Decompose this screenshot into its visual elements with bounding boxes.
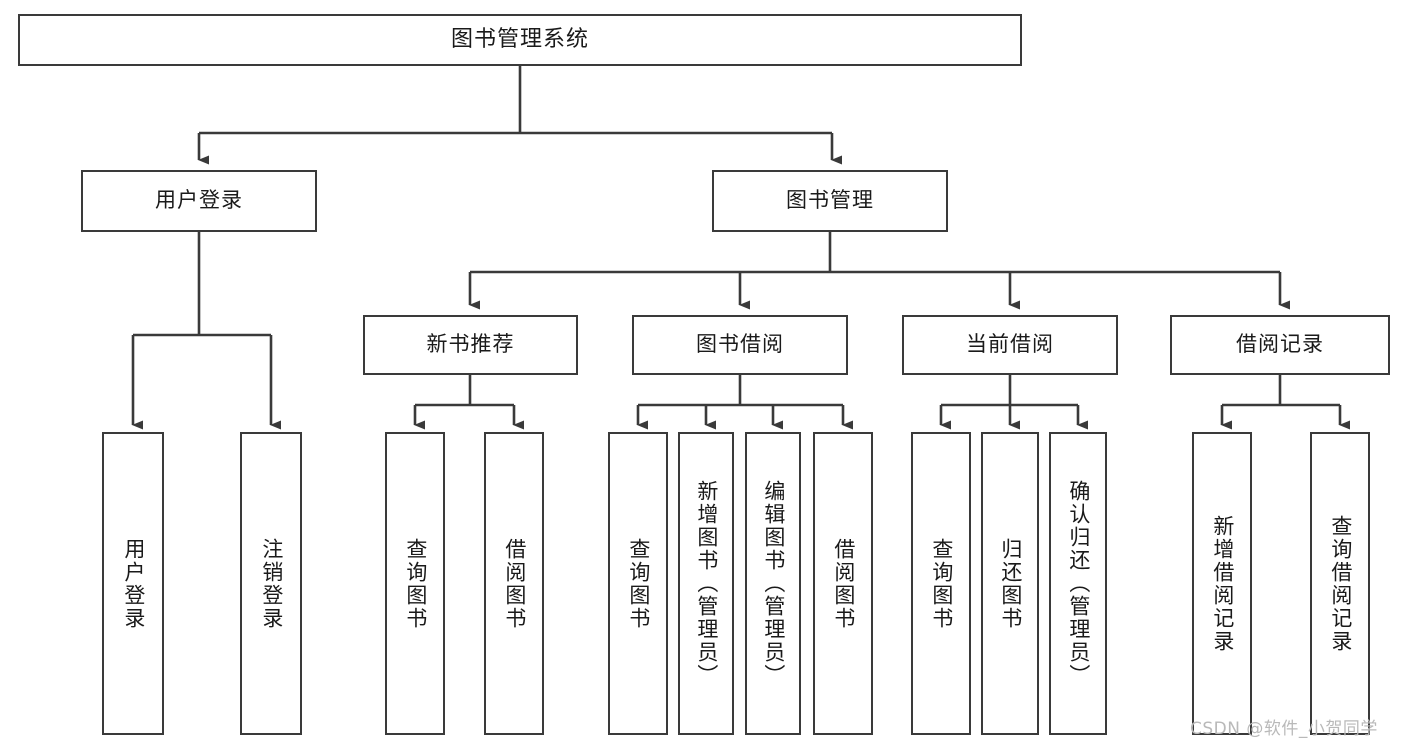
node-root-library-system[interactable]: 图书管理系统 [18, 14, 1022, 66]
node-label: 用户登录 [155, 188, 243, 213]
node-book-borrow[interactable]: 图书借阅 [632, 315, 848, 375]
leaf-label: 查询图书 [403, 537, 428, 630]
leaf-borrow-books-recommend[interactable]: 借阅图书 [484, 432, 544, 735]
leaf-query-books-current[interactable]: 查询图书 [911, 432, 971, 735]
node-current-borrow[interactable]: 当前借阅 [902, 315, 1118, 375]
node-label: 新书推荐 [426, 332, 515, 357]
node-book-management[interactable]: 图书管理 [712, 170, 948, 232]
leaf-label: 新增借阅记录 [1210, 514, 1235, 653]
leaf-label: 查询图书 [929, 537, 954, 630]
leaf-edit-book-admin[interactable]: 编辑图书（管理员） [745, 432, 801, 735]
leaf-query-books-borrow[interactable]: 查询图书 [608, 432, 668, 735]
node-label: 图书管理 [786, 188, 874, 213]
leaf-label: 归还图书 [998, 537, 1023, 630]
leaf-label: 确认归还（管理员） [1066, 480, 1091, 687]
node-label: 借阅记录 [1236, 332, 1324, 357]
leaf-label: 借阅图书 [502, 537, 527, 630]
node-borrow-records[interactable]: 借阅记录 [1170, 315, 1390, 375]
leaf-confirm-return-admin[interactable]: 确认归还（管理员） [1049, 432, 1107, 735]
node-label: 图书管理系统 [450, 26, 589, 52]
leaf-label: 注销登录 [259, 537, 284, 630]
leaf-add-book-admin[interactable]: 新增图书（管理员） [678, 432, 734, 735]
node-label: 当前借阅 [966, 332, 1054, 357]
leaf-query-books-recommend[interactable]: 查询图书 [385, 432, 445, 735]
leaf-label: 查询图书 [626, 537, 651, 630]
node-user-login[interactable]: 用户登录 [81, 170, 317, 232]
leaf-add-borrow-record[interactable]: 新增借阅记录 [1192, 432, 1252, 735]
leaf-label: 新增图书（管理员） [694, 480, 719, 687]
leaf-logout[interactable]: 注销登录 [240, 432, 302, 735]
csdn-watermark: CSDN @软件_小贺同学 [1190, 719, 1378, 739]
leaf-user-login[interactable]: 用户登录 [102, 432, 164, 735]
leaf-label: 查询借阅记录 [1328, 514, 1353, 653]
leaf-label: 编辑图书（管理员） [761, 480, 786, 687]
node-new-book-recommend[interactable]: 新书推荐 [363, 315, 578, 375]
leaf-label: 用户登录 [121, 537, 146, 630]
leaf-return-books[interactable]: 归还图书 [981, 432, 1039, 735]
leaf-borrow-books[interactable]: 借阅图书 [813, 432, 873, 735]
leaf-label: 借阅图书 [831, 537, 856, 630]
node-label: 图书借阅 [696, 332, 784, 357]
leaf-query-borrow-record[interactable]: 查询借阅记录 [1310, 432, 1370, 735]
